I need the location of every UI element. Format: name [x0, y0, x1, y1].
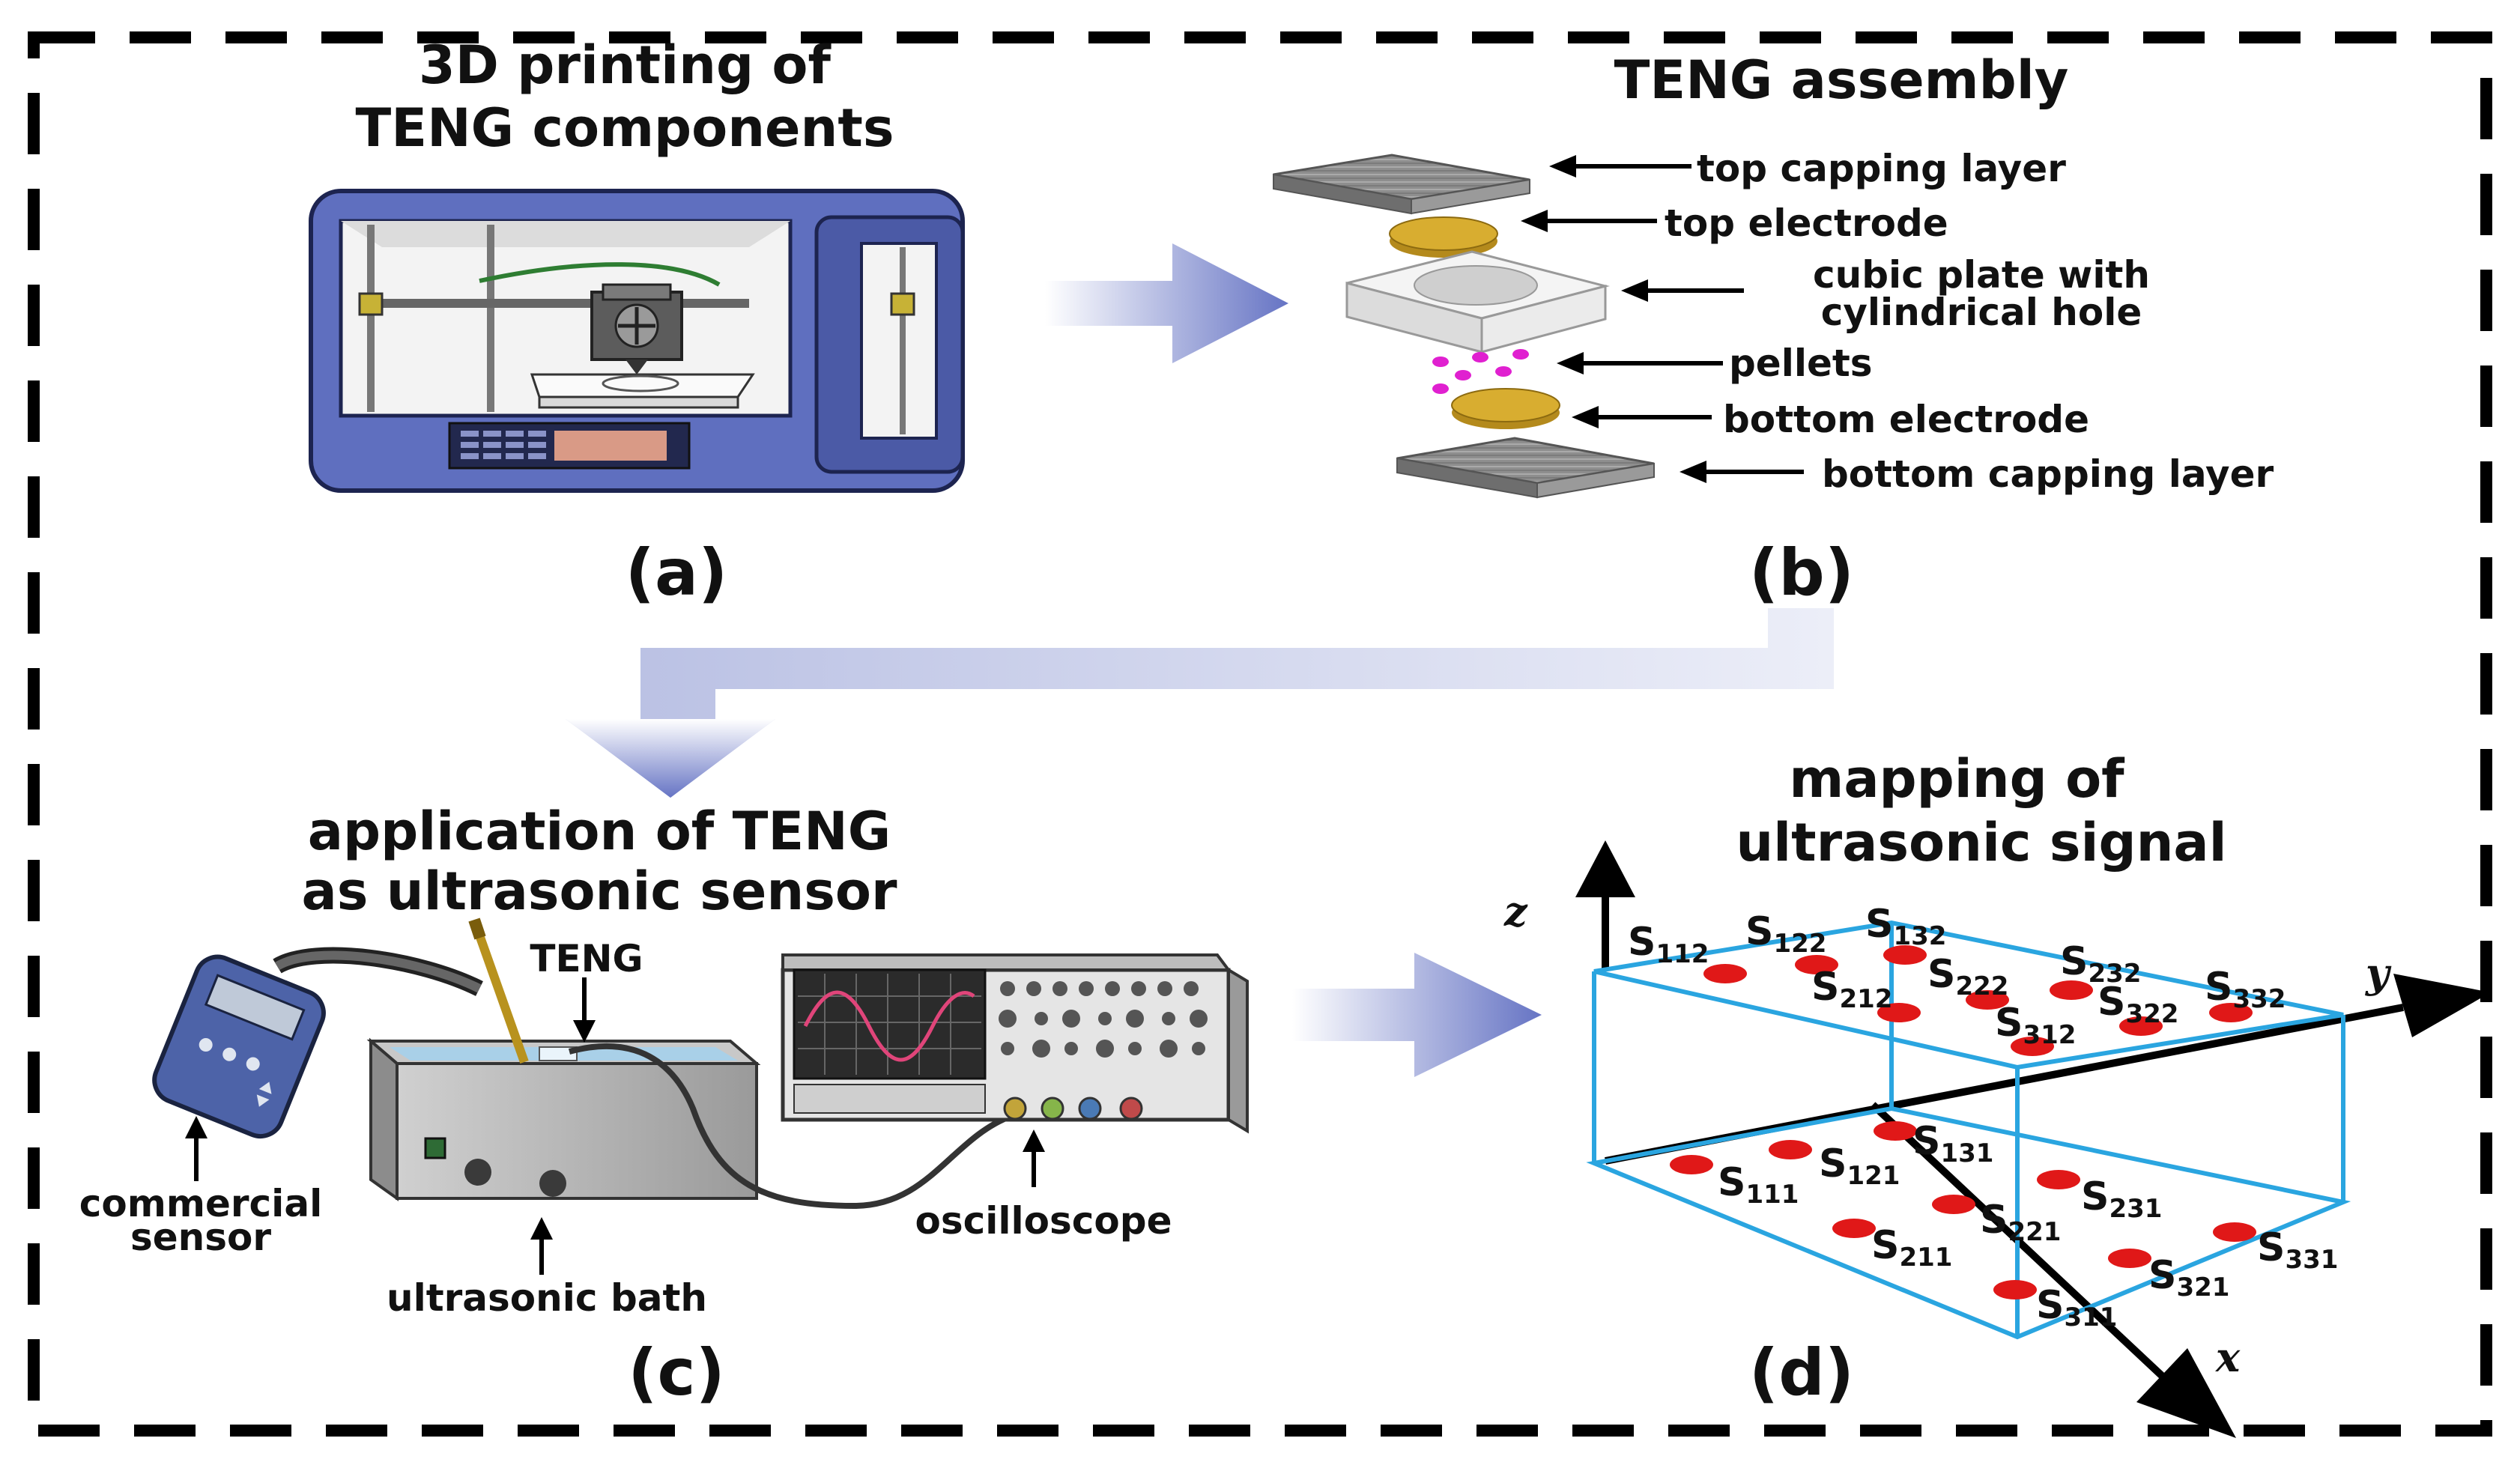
label-cubic-plate-line2: cylindrical hole: [1820, 291, 2142, 334]
label-teng: TENG: [530, 937, 643, 980]
axis-y-label: y: [2366, 949, 2390, 997]
assembly-leader-arrows: [1521, 155, 1804, 483]
sensor-label: S212: [1811, 965, 1893, 1014]
sensor-label: S331: [2257, 1225, 2339, 1275]
sensor-label: S111: [1718, 1160, 1799, 1210]
arrow-b-to-c-head: [566, 719, 775, 798]
label-pellets: pellets: [1729, 342, 1873, 385]
label-ultrasonic-bath: ultrasonic bath: [387, 1276, 707, 1320]
panel-c-title-line1: application of TENG: [307, 801, 891, 862]
sensor-label: S222: [1927, 952, 2009, 1001]
sensor-label: S312: [1995, 1001, 2077, 1050]
sensor-label: S231: [2081, 1174, 2163, 1224]
sensor-label: S232: [2060, 939, 2142, 989]
panel-c-label: (c): [628, 1335, 725, 1410]
sensor-label: S121: [1819, 1141, 1900, 1191]
oscilloscope-device: [781, 953, 1249, 1134]
sensor-label: S311: [2036, 1283, 2118, 1332]
sensor-label: S131: [1912, 1119, 1994, 1168]
panel-b-title: TENG assembly: [1614, 49, 2069, 111]
bath-to-scope-cable: [568, 1043, 1013, 1210]
sensor-label: S132: [1865, 902, 1947, 951]
panel-a-title-line2: TENG components: [355, 97, 894, 159]
panel-a-title-line1: 3D printing of: [419, 34, 831, 96]
axes: [1575, 840, 2491, 1438]
label-commercial-line1: commercial: [79, 1182, 323, 1225]
sensor-label: S321: [2148, 1253, 2230, 1302]
arrow-c-to-d: [1292, 953, 1542, 1077]
sensor-label: S332: [2205, 965, 2286, 1014]
label-bottom-capping-layer: bottom capping layer: [1822, 452, 2274, 496]
label-oscilloscope: oscilloscope: [915, 1199, 1172, 1243]
panel-c-title-line2: as ultrasonic sensor: [301, 861, 897, 922]
setup-leader-arrows: [185, 977, 1045, 1275]
panel-b-label: (b): [1748, 536, 1855, 610]
commercial-sensor-device: [152, 947, 483, 1139]
sensor-label: S122: [1745, 909, 1827, 959]
teng-assembly-illustration: [1273, 154, 1655, 499]
printer-illustration: [309, 189, 965, 493]
sensor-points: [1670, 945, 2256, 1299]
panel-d-title-line1: mapping of: [1789, 748, 2124, 810]
arrow-b-to-c: [566, 608, 1834, 798]
sensor-label: S322: [2098, 980, 2179, 1029]
label-cubic-plate-line1: cubic plate with: [1813, 253, 2150, 297]
panel-a-label: (a): [625, 536, 728, 610]
label-bottom-electrode: bottom electrode: [1723, 398, 2090, 441]
panel-d-title-line2: ultrasonic signal: [1736, 812, 2227, 873]
label-top-capping-layer: top capping layer: [1697, 147, 2066, 190]
sensor-label: S211: [1871, 1223, 1953, 1273]
panel-d-label: (d): [1748, 1335, 1855, 1410]
sensor-label: S112: [1628, 920, 1709, 969]
axis-z-label: z: [1504, 888, 1527, 935]
axis-x-label: x: [2216, 1333, 2241, 1381]
label-top-electrode: top electrode: [1665, 201, 1948, 245]
sensor-label: S221: [1980, 1198, 2062, 1247]
arrow-a-to-b: [1045, 243, 1288, 363]
label-commercial-line2: sensor: [130, 1216, 272, 1259]
